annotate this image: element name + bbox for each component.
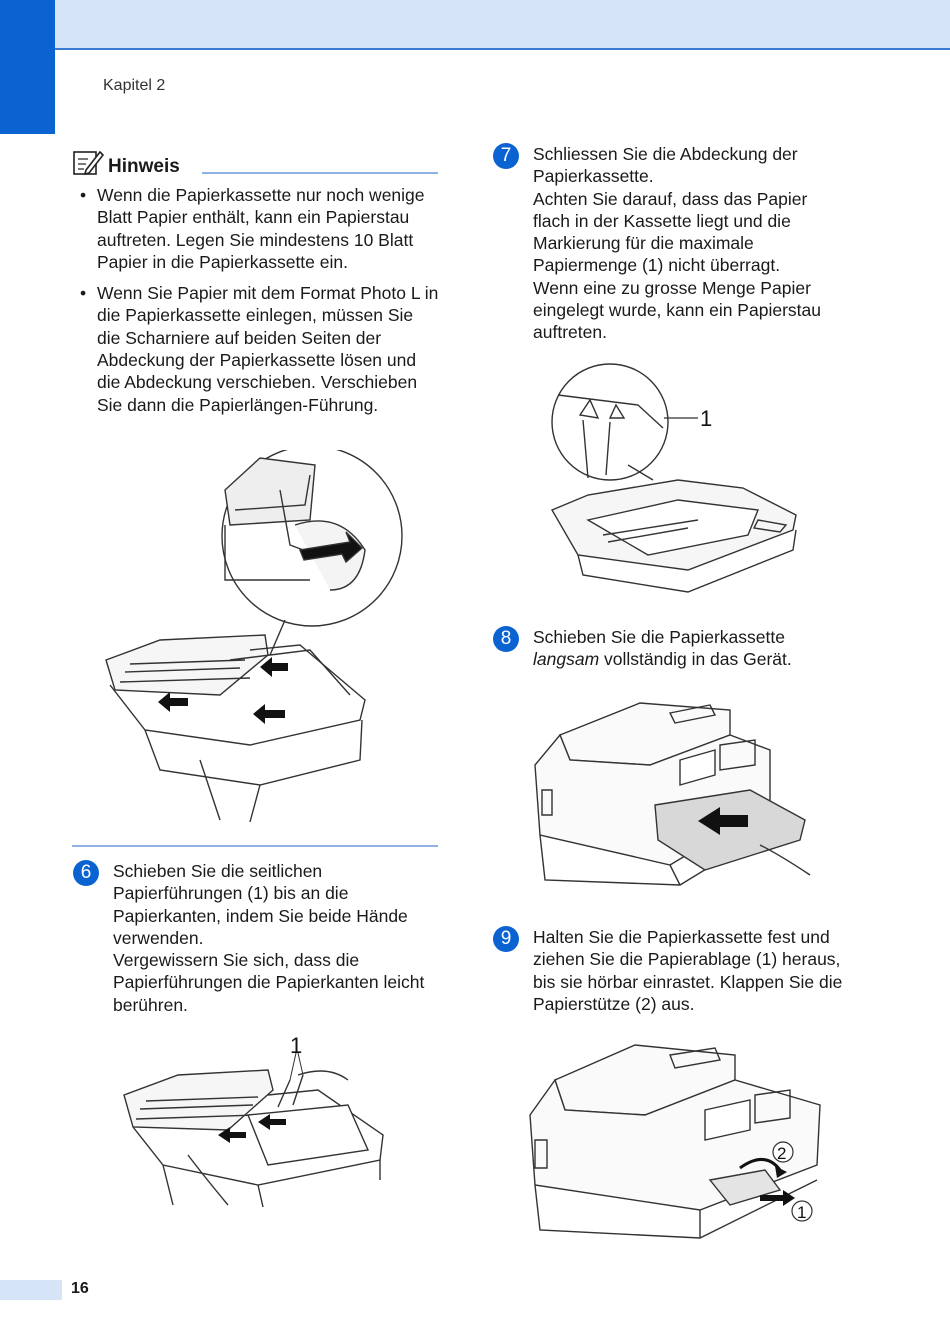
note-bullet: Wenn Sie Papier mit dem Format Photo L i… <box>80 282 440 416</box>
step-6-line: Vergewissern Sie sich, dass die <box>113 950 360 971</box>
step-9-line: Papierstütze (2) aus. <box>533 993 695 1014</box>
step-6-text: Schieben Sie die seitlichen Papierführun… <box>113 860 424 1016</box>
step-7-line: eingelegt wurde, kann ein Papierstau <box>533 300 821 321</box>
note-title: Hinweis <box>108 156 180 177</box>
insert-tray-illustration <box>534 702 811 886</box>
section-rule <box>72 845 438 847</box>
step-7-text: Schliessen Sie die Abdeckung der Papierk… <box>533 143 821 344</box>
step-9-text: Halten Sie die Papierkassette fest und z… <box>533 926 842 1015</box>
step-8-text: Schieben Sie die Papierkassette langsam … <box>533 626 792 671</box>
step-8-line-rest: vollständig in das Gerät. <box>599 649 792 670</box>
step-7-line: flach in der Kassette liegt und die <box>533 210 791 231</box>
step-9-callout-1: 1 <box>797 1203 806 1222</box>
step-7-line: Papierkassette. <box>533 166 654 187</box>
note-rule <box>202 172 438 174</box>
step-7-line: auftreten. <box>533 322 607 343</box>
step-6: 6 Schieben Sie die seitlichen Papierführ… <box>73 860 443 1020</box>
pull-out-support-illustration: 2 1 <box>529 1044 821 1239</box>
photo-l-tray-illustration <box>105 450 403 823</box>
step-9-line: ziehen Sie die Papierablage (1) heraus, <box>533 949 841 970</box>
step-8-line: langsam vollständig in das Gerät. <box>533 648 792 670</box>
header-band <box>0 0 950 50</box>
closed-cover-illustration: 1 <box>550 363 797 593</box>
step-9-line: bis sie hörbar einrastet. Klappen Sie di… <box>533 971 843 992</box>
step-7-badge: 7 <box>493 143 519 169</box>
step-8-line: Schieben Sie die Papierkassette <box>533 627 785 647</box>
step-6-line: verwenden. <box>113 927 204 948</box>
side-guides-illustration: 1 <box>123 1035 384 1208</box>
note-heading: Hinweis <box>72 148 438 178</box>
note-bullets: Wenn die Papierkassette nur noch wenige … <box>80 184 440 425</box>
step-6-line: Papierführungen (1) bis an die <box>113 883 349 904</box>
note-bullet: Wenn die Papierkassette nur noch wenige … <box>80 184 440 273</box>
step-6-callout: 1 <box>290 1035 302 1058</box>
step-6-line: berühren. <box>113 994 188 1015</box>
chapter-label: Kapitel 2 <box>103 77 166 94</box>
step-7: 7 Schliessen Sie die Abdeckung der Papie… <box>493 143 873 348</box>
step-8: 8 Schieben Sie die Papierkassette langsa… <box>493 626 873 676</box>
step-8-badge: 8 <box>493 626 519 652</box>
step-7-line: Wenn eine zu grosse Menge Papier <box>533 277 811 298</box>
chapter-tab <box>0 0 55 134</box>
step-9-callout-2: 2 <box>777 1144 786 1163</box>
step-6-line: Papierführungen die Papierkanten leicht <box>113 972 425 993</box>
step-9-line: Halten Sie die Papierkassette fest und <box>533 927 830 947</box>
step-7-line: Papiermenge (1) nicht überragt. <box>533 255 781 276</box>
step-6-line: Schieben Sie die seitlichen <box>113 861 323 881</box>
step-7-callout: 1 <box>700 406 712 431</box>
step-9: 9 Halten Sie die Papierkassette fest und… <box>493 926 873 1021</box>
step-7-line: Achten Sie darauf, dass das Papier <box>533 188 808 209</box>
step-6-line: Papierkanten, indem Sie beide Hände <box>113 905 408 926</box>
step-9-badge: 9 <box>493 926 519 952</box>
page-number-bar <box>0 1280 62 1300</box>
step-7-line: Schliessen Sie die Abdeckung der <box>533 144 798 164</box>
step-8-emphasis: langsam <box>533 649 600 670</box>
step-6-badge: 6 <box>73 860 99 886</box>
page-number: 16 <box>71 1280 89 1297</box>
step-7-line: Markierung für die maximale <box>533 233 754 254</box>
note-pencil-icon <box>73 150 104 176</box>
